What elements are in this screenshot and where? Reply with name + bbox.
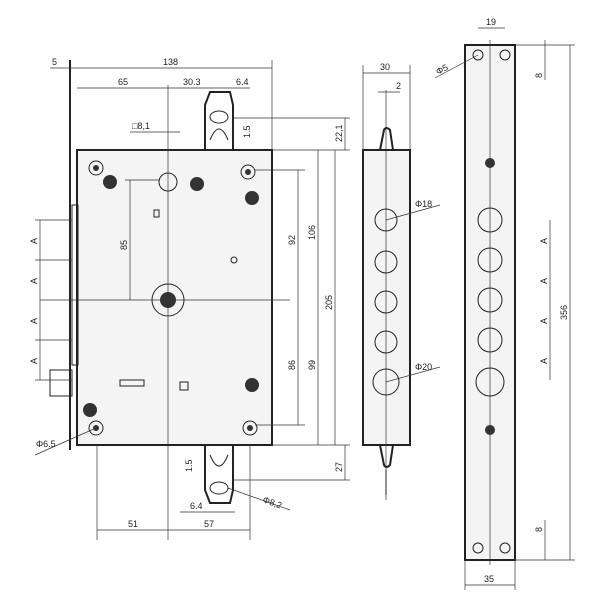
bolt-spacing-left: A A A A [29, 219, 72, 381]
dim-a: A [29, 238, 39, 244]
dim-6-4-bottom: 6.4 [190, 501, 203, 511]
dim-356: 356 [559, 305, 569, 320]
side-view: 30 2 Φ18 Φ20 [362, 62, 441, 500]
dim-a: A [539, 278, 549, 284]
dim-22-1: 22,1 [334, 124, 344, 142]
dim-1-5-top: 1.5 [242, 125, 252, 138]
mounting-holes [472, 49, 511, 554]
faceplate-view: 19 Φ5 8 8 A A A A 356 35 [434, 17, 575, 590]
dim-138: 138 [163, 57, 178, 67]
dim-92: 92 [287, 235, 297, 245]
dim-hook-hole: Φ8,2 [261, 494, 283, 510]
screw-holes [83, 160, 259, 436]
dim-35: 35 [484, 574, 494, 584]
top-hook [204, 91, 234, 150]
dim-65: 65 [118, 77, 128, 87]
dim-30: 30 [380, 62, 390, 72]
dim-hole-5: Φ5 [434, 62, 449, 77]
dim-99: 99 [307, 360, 317, 370]
dim-a: A [29, 318, 39, 324]
dim-a: A [29, 278, 39, 284]
dim-1-5-bottom: 1.5 [184, 459, 194, 472]
dim-5: 5 [52, 57, 57, 67]
dim-86: 86 [287, 360, 297, 370]
dim-a: A [539, 318, 549, 324]
dim-19: 19 [486, 17, 496, 27]
dim-106: 106 [307, 225, 317, 240]
dim-2: 2 [396, 81, 401, 91]
dim-spindle-square: □8,1 [132, 121, 150, 131]
dim-51: 51 [128, 519, 138, 529]
faceplate-edge [71, 204, 79, 366]
dim-a: A [29, 358, 39, 364]
dim-screw-hole: Φ6.5 [36, 439, 56, 449]
dim-57: 57 [204, 519, 214, 529]
dim-bolt-18: Φ18 [415, 199, 432, 209]
dim-6-4: 6.4 [236, 77, 249, 87]
dim-8-top: 8 [534, 73, 544, 78]
dim-8-bottom: 8 [534, 527, 544, 532]
dim-30-3: 30.3 [183, 77, 201, 87]
latch [49, 369, 73, 397]
front-view: 5 138 65 30.3 6.4 □8,1 1.5 22,1 85 92 86… [29, 57, 350, 540]
dim-a: A [539, 238, 549, 244]
dim-bolt-20: Φ20 [415, 362, 432, 372]
dim-27: 27 [334, 462, 344, 472]
dim-205: 205 [324, 295, 334, 310]
dim-85: 85 [119, 240, 129, 250]
dim-a: A [539, 358, 549, 364]
bottom-hook [204, 445, 234, 504]
